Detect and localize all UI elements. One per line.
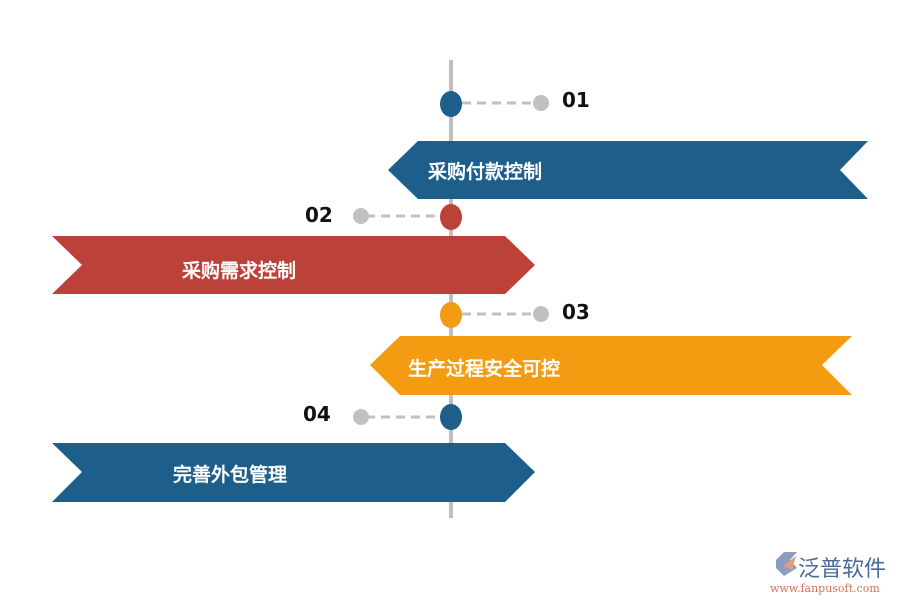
step-04: 04 完善外包管理 <box>52 402 535 502</box>
node-dot <box>440 302 462 328</box>
step-number: 02 <box>305 203 333 227</box>
node-dot <box>440 91 462 117</box>
step-03: 03 生产过程安全可控 <box>370 300 852 395</box>
logo-name: 泛普软件 <box>798 557 886 582</box>
step-number: 01 <box>562 88 590 112</box>
logo-url: www.fanpusoft.com <box>770 582 880 595</box>
step-number: 03 <box>562 300 590 324</box>
ribbon <box>388 141 868 199</box>
node-dot <box>440 204 462 230</box>
step-number: 04 <box>303 402 331 426</box>
step-01: 01 采购付款控制 <box>388 88 868 199</box>
step-label: 完善外包管理 <box>173 463 287 486</box>
end-dot <box>353 208 369 224</box>
end-dot <box>353 409 369 425</box>
end-dot <box>533 306 549 322</box>
node-dot <box>440 404 462 430</box>
step-label: 生产过程安全可控 <box>408 357 560 380</box>
ribbon <box>52 443 535 502</box>
end-dot <box>533 95 549 111</box>
fanpu-logo: 泛普软件 www.fanpusoft.com <box>770 552 886 595</box>
step-02: 02 采购需求控制 <box>52 203 535 294</box>
ribbon <box>52 236 535 294</box>
ribbon <box>370 336 852 395</box>
step-label: 采购需求控制 <box>182 259 296 282</box>
step-label: 采购付款控制 <box>428 160 542 183</box>
